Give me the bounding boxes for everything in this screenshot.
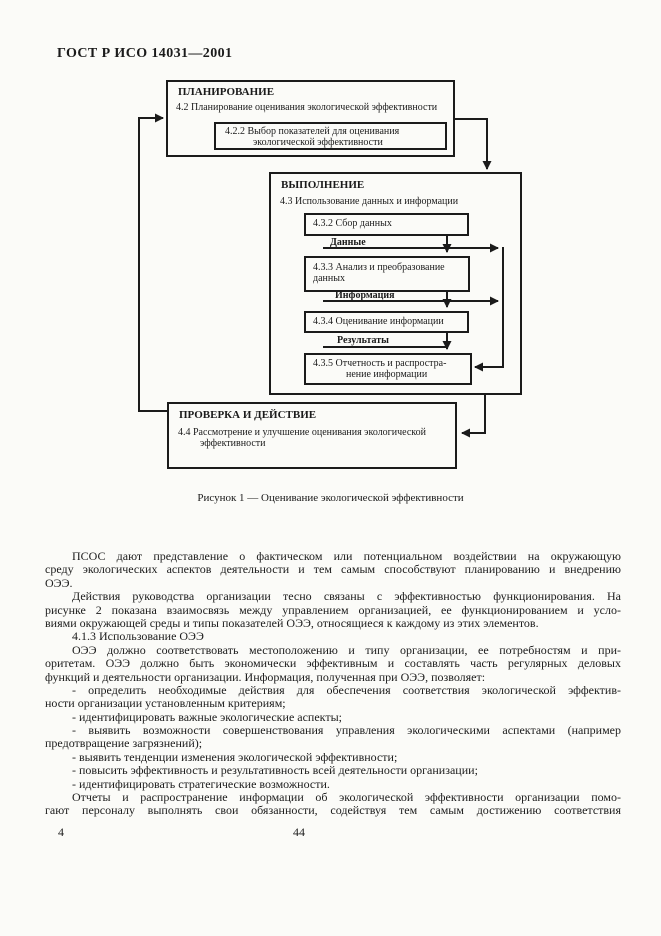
body-text-line: - идентифицировать стратегические возмож…	[72, 777, 330, 791]
body-text-line: рисунке 2 показана взаимосвязь между упр…	[45, 603, 621, 617]
implementation-box: ВЫПОЛНЕНИЕ 4.3 Использование данных и ин…	[269, 172, 522, 395]
footer-page-number-center: 44	[293, 825, 305, 839]
information-label: Информация	[335, 290, 395, 301]
review-line1: 4.4 Рассмотрение и улучшение оценивания …	[178, 427, 426, 438]
review-line2: эффективности	[200, 438, 266, 449]
body-text-line: гают персоналу выполнять свои обязанност…	[45, 804, 621, 818]
assess-information-text: 4.3.4 Оценивание информации	[313, 316, 444, 327]
collect-data-box: 4.3.2 Сбор данных	[304, 213, 469, 236]
body-text-line: виями окружающей среды и типы показателе…	[45, 616, 539, 630]
body-text: ПСОС дают представление о фактическом ил…	[45, 550, 621, 818]
body-text-line: Действия руководства организации тесно с…	[72, 590, 621, 604]
body-text-line: среду экологических аспектов деятельност…	[45, 563, 621, 577]
body-text-line: - выявить тенденции изменения экологичес…	[72, 750, 398, 764]
indicator-selection-line1: 4.2.2 Выбор показателей для оценивания	[225, 126, 400, 137]
body-text-line: ОЭЭ.	[45, 576, 73, 590]
body-text-line: - повысить эффективность и результативно…	[72, 764, 478, 778]
planning-subtitle: 4.2 Планирование оценивания экологическо…	[176, 102, 438, 113]
review-box: ПРОВЕРКА И ДЕЙСТВИЕ 4.4 Рассмотрение и у…	[167, 402, 457, 469]
footer-page-number-left: 4	[58, 825, 64, 839]
analyze-data-line1: 4.3.3 Анализ и преобразование	[313, 262, 445, 273]
body-text-line: ОЭЭ должно соответствовать местоположени…	[72, 643, 621, 657]
collect-data-text: 4.3.2 Сбор данных	[313, 218, 392, 229]
body-text-line: Отчеты и распространение информации об э…	[72, 791, 621, 805]
indicator-selection-box: 4.2.2 Выбор показателей для оценивания э…	[214, 122, 447, 150]
body-text-line: - выявить возможности совершенствования …	[72, 724, 621, 738]
body-text-line: функций и деятельности организации. Инфо…	[45, 670, 486, 684]
figure-caption: Рисунок 1 — Оценивание экологической эфф…	[197, 492, 464, 504]
report-information-line1: 4.3.5 Отчетность и распростра-	[313, 358, 447, 369]
implementation-subtitle: 4.3 Использование данных и информации	[280, 196, 459, 207]
analyze-data-line2: данных	[313, 273, 345, 284]
arrow-review-to-planning	[138, 113, 167, 412]
body-text-line: 4.1.3 Использование ОЭЭ	[72, 630, 204, 644]
results-label: Результаты	[337, 335, 389, 346]
report-information-line2: нение информации	[346, 369, 428, 380]
planning-box: ПЛАНИРОВАНИЕ 4.2 Планирование оценивания…	[166, 80, 455, 157]
body-text-line: - определить необходимые действия для об…	[72, 683, 621, 697]
body-text-line: ности организации установленным критерия…	[45, 697, 286, 711]
indicator-selection-line2: экологической эффективности	[253, 137, 383, 148]
body-text-line: предотвращение загрязнений);	[45, 737, 203, 751]
data-label: Данные	[330, 237, 366, 248]
implementation-title: ВЫПОЛНЕНИЕ	[281, 179, 365, 191]
analyze-data-box: 4.3.3 Анализ и преобразование данных	[304, 256, 470, 292]
planning-title: ПЛАНИРОВАНИЕ	[178, 86, 275, 98]
body-text-line: - идентифицировать важные экологические …	[72, 710, 342, 724]
report-information-box: 4.3.5 Отчетность и распростра- нение инф…	[304, 353, 472, 385]
document-title: ГОСТ Р ИСО 14031—2001	[57, 46, 233, 61]
arrow-implementation-to-review	[461, 394, 486, 438]
body-text-line: оритетам. ОЭЭ должно быть экономически э…	[45, 657, 621, 671]
body-text-line: ПСОС дают представление о фактическом ил…	[72, 550, 621, 563]
assess-information-box: 4.3.4 Оценивание информации	[304, 311, 469, 333]
review-title: ПРОВЕРКА И ДЕЙСТВИЕ	[179, 409, 317, 421]
arrow-planning-to-implementation	[455, 118, 492, 170]
